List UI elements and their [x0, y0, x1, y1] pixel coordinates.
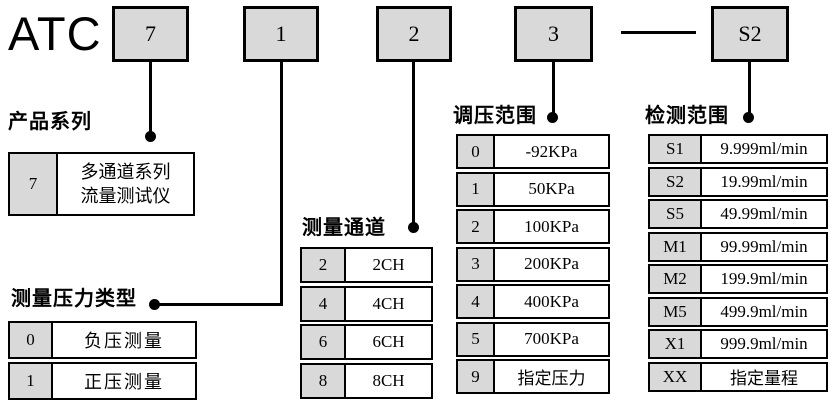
- channels-table: 2 2CH 4 4CH 6 6CH 8 8CH: [300, 247, 433, 399]
- value-cell: 4CH: [344, 285, 433, 322]
- value-cell: 999.9ml/min: [700, 329, 828, 359]
- connector-pressure-type-vertical: [280, 62, 283, 306]
- table-row: 4 400KPa: [456, 284, 610, 319]
- product-series-table: 7 多通道系列 流量测试仪: [8, 152, 195, 216]
- code-cell: 7: [8, 152, 58, 216]
- value-cell: 199.9ml/min: [700, 264, 828, 294]
- table-row: 9 指定压力: [456, 359, 610, 394]
- code-cell: S1: [648, 134, 702, 164]
- value-cell: 499.9ml/min: [700, 296, 828, 327]
- table-row: XX 指定量程: [648, 361, 828, 392]
- value-cell: 负压测量: [51, 321, 197, 359]
- table-row: S5 49.99ml/min: [648, 199, 828, 229]
- table-row: 0 -92KPa: [456, 134, 610, 169]
- table-row: 2 100KPa: [456, 209, 610, 244]
- value-cell: 9.999ml/min: [700, 134, 828, 164]
- code-cell: S2: [648, 166, 702, 197]
- code-cell: M2: [648, 264, 702, 294]
- detection-range-table: S1 9.999ml/min S2 19.99ml/min S5 49.99ml…: [648, 134, 828, 392]
- table-row: S1 9.999ml/min: [648, 134, 828, 164]
- code-box-series: 7: [112, 6, 189, 62]
- table-row: 4 4CH: [300, 285, 433, 322]
- value-cell: 指定压力: [493, 359, 610, 394]
- table-row: 8 8CH: [300, 362, 433, 399]
- pressure-range-title: 调压范围: [453, 105, 537, 127]
- code-cell: 8: [300, 362, 346, 399]
- connector-series: [149, 62, 152, 137]
- connector-detection-range: [748, 62, 751, 118]
- table-row: X1 999.9ml/min: [648, 329, 828, 359]
- value-cell: 多通道系列 流量测试仪: [56, 152, 195, 216]
- code-cell: 1: [456, 171, 495, 207]
- table-row: 0 负压测量: [8, 321, 197, 359]
- connector-series-bullet: [145, 131, 156, 142]
- code-cell: 2: [456, 209, 495, 244]
- connector-pressure-range: [552, 62, 555, 118]
- code-cell: 4: [300, 285, 346, 322]
- value-cell: 200KPa: [493, 246, 610, 282]
- value-cell: 19.99ml/min: [700, 166, 828, 197]
- value-cell: 50KPa: [493, 171, 610, 207]
- pressure-type-table: 0 负压测量 1 正压测量: [8, 321, 197, 400]
- code-cell: X1: [648, 329, 702, 359]
- table-row: M1 99.99ml/min: [648, 231, 828, 262]
- value-cell: 8CH: [344, 362, 433, 399]
- table-row: 5 700KPa: [456, 321, 610, 357]
- code-cell: 1: [8, 361, 53, 400]
- code-box-pressure-range: 3: [514, 6, 593, 62]
- connector-channels-bullet: [408, 222, 419, 233]
- code-cell: 5: [456, 321, 495, 357]
- separator-dash: [621, 31, 696, 34]
- value-cell: -92KPa: [493, 134, 610, 169]
- value-cell: 6CH: [344, 324, 433, 360]
- value-cell: 100KPa: [493, 209, 610, 244]
- value-cell: 700KPa: [493, 321, 610, 357]
- code-cell: 0: [8, 321, 53, 359]
- connector-detection-range-bullet: [743, 112, 754, 123]
- code-cell: 2: [300, 247, 346, 283]
- pressure-type-title: 测量压力类型: [11, 288, 137, 310]
- value-line-2: 流量测试仪: [80, 186, 171, 206]
- detection-range-title: 检测范围: [645, 105, 729, 127]
- code-box-pressure-type: 1: [243, 6, 319, 62]
- value-cell: 指定量程: [700, 361, 828, 392]
- code-cell: 6: [300, 324, 346, 360]
- product-series-title: 产品系列: [8, 111, 92, 133]
- table-row: 6 6CH: [300, 324, 433, 360]
- table-row: M2 199.9ml/min: [648, 264, 828, 294]
- table-row: S2 19.99ml/min: [648, 166, 828, 197]
- value-cell: 49.99ml/min: [700, 199, 828, 229]
- code-box-detection-range: S2: [711, 6, 789, 62]
- code-cell: 4: [456, 284, 495, 319]
- product-prefix: ATC: [8, 7, 102, 60]
- connector-channels: [412, 62, 415, 228]
- value-line-1: 多通道系列: [80, 162, 171, 182]
- code-cell: 3: [456, 246, 495, 282]
- code-cell: M1: [648, 231, 702, 262]
- table-row: 3 200KPa: [456, 246, 610, 282]
- table-row: M5 499.9ml/min: [648, 296, 828, 327]
- pressure-range-table: 0 -92KPa 1 50KPa 2 100KPa 3 200KPa 4 400…: [456, 134, 610, 394]
- table-row: 1 正压测量: [8, 361, 197, 400]
- code-cell: S5: [648, 199, 702, 229]
- table-row: 1 50KPa: [456, 171, 610, 207]
- code-cell: 0: [456, 134, 495, 169]
- connector-pressure-type-bullet: [149, 299, 160, 310]
- value-cell: 99.99ml/min: [700, 231, 828, 262]
- channels-title: 测量通道: [302, 217, 386, 239]
- table-row: 7 多通道系列 流量测试仪: [8, 152, 195, 216]
- table-row: 2 2CH: [300, 247, 433, 283]
- connector-pressure-range-bullet: [547, 112, 558, 123]
- code-cell: XX: [648, 361, 702, 392]
- value-cell: 正压测量: [51, 361, 197, 400]
- value-cell: 400KPa: [493, 284, 610, 319]
- code-box-channels: 2: [376, 6, 452, 62]
- code-cell: 9: [456, 359, 495, 394]
- connector-pressure-type-horizontal: [154, 303, 283, 306]
- value-cell: 2CH: [344, 247, 433, 283]
- code-cell: M5: [648, 296, 702, 327]
